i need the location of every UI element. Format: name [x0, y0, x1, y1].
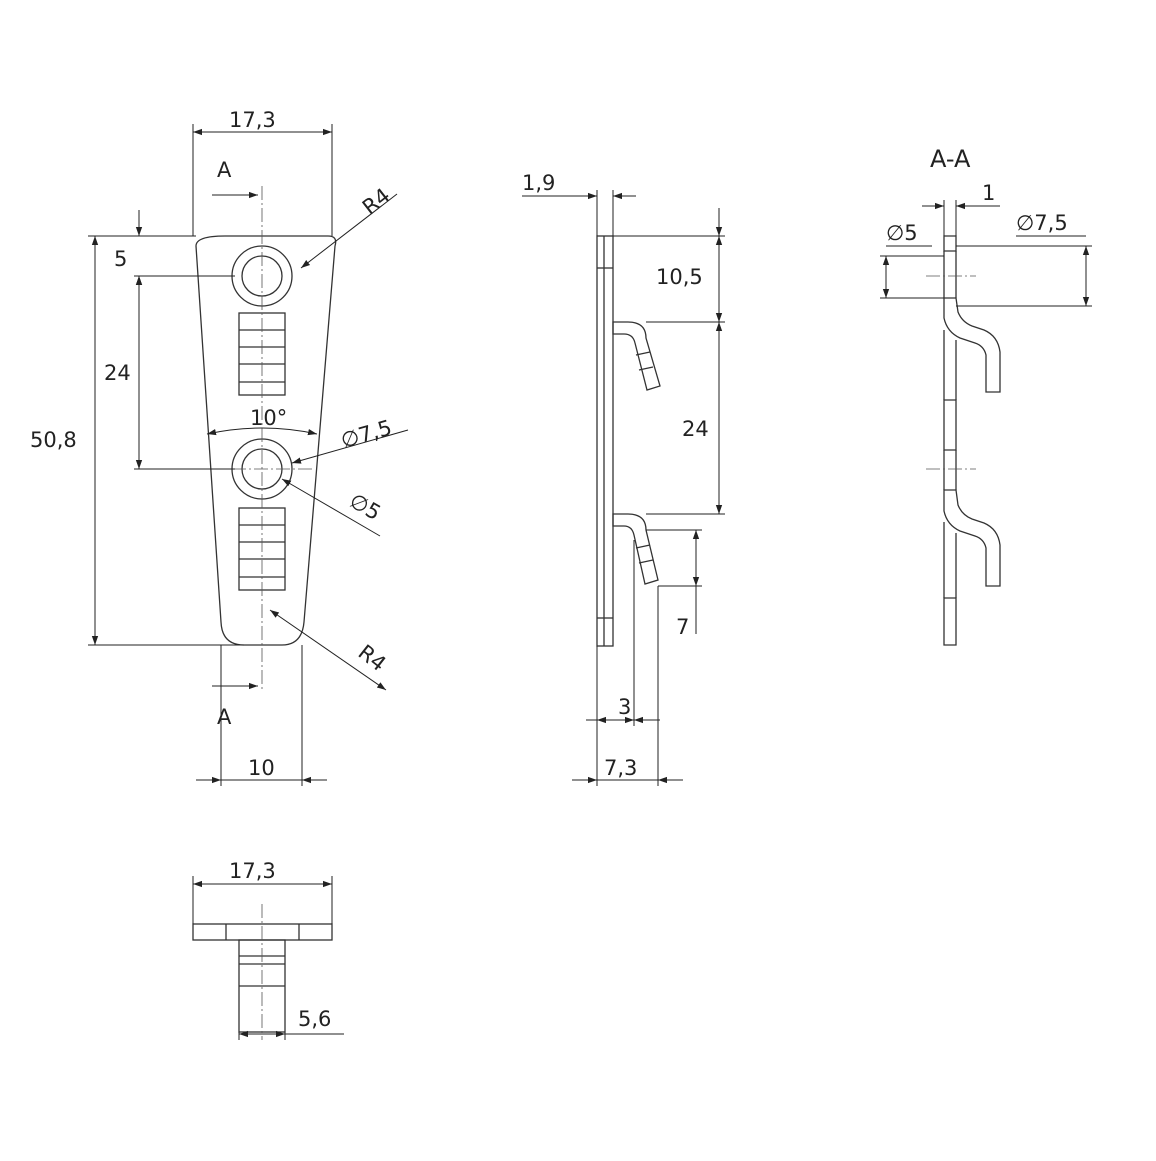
section-view: A-A 1 ∅5 ∅7,5 — [880, 145, 1092, 646]
section-upper-hook-piece — [943, 297, 1001, 393]
top-view: 17,3 5,6 — [192, 859, 344, 1040]
section-middle-piece — [943, 399, 957, 451]
radius-bottom: R4 — [354, 640, 391, 676]
dim-hook-offset: 3 — [618, 695, 631, 719]
top-plate — [192, 923, 333, 941]
dim-top-to-hook: 10,5 — [656, 265, 703, 289]
dim-hook-spacing: 24 — [682, 417, 709, 441]
dim-hole-spacing: 24 — [104, 361, 131, 385]
dim-section-wall: 1 — [982, 181, 995, 205]
dim-hole-outer-dia: ∅7,5 — [338, 415, 394, 452]
dim-overall-height: 50,8 — [30, 428, 77, 452]
dim-tab-width: 5,6 — [298, 1007, 331, 1031]
dim-width-top: 17,3 — [229, 108, 276, 132]
section-title: A-A — [930, 145, 971, 173]
section-bottom-piece — [943, 597, 957, 646]
dim-top-view-width: 17,3 — [229, 859, 276, 883]
radius-top: R4 — [358, 183, 395, 219]
side-lower-hook — [612, 513, 659, 585]
section-letter-top: A — [217, 158, 232, 182]
section-letter-bottom: A — [217, 705, 232, 729]
dim-top-offset: 5 — [114, 247, 127, 271]
dim-section-inner-dia: ∅5 — [886, 221, 918, 245]
front-view: 17,3 A R4 5 24 50,8 10° ∅7,5 ∅5 R4 — [30, 108, 409, 786]
dim-section-outer-dia: ∅7,5 — [1016, 211, 1068, 235]
section-top-piece — [943, 235, 957, 252]
dim-side-thickness: 1,9 — [522, 171, 555, 195]
side-plate — [596, 235, 614, 647]
dim-taper-angle: 10° — [250, 406, 287, 430]
dim-hook-length: 7 — [676, 615, 689, 639]
dim-width-bottom: 10 — [248, 756, 275, 780]
section-lower-hook-piece — [943, 489, 1001, 587]
side-upper-hook — [612, 321, 661, 391]
dim-overall-depth: 7,3 — [604, 756, 637, 780]
side-view: 1,9 10,5 24 7 3 7,3 — [522, 171, 725, 786]
plate-outline — [195, 235, 337, 646]
